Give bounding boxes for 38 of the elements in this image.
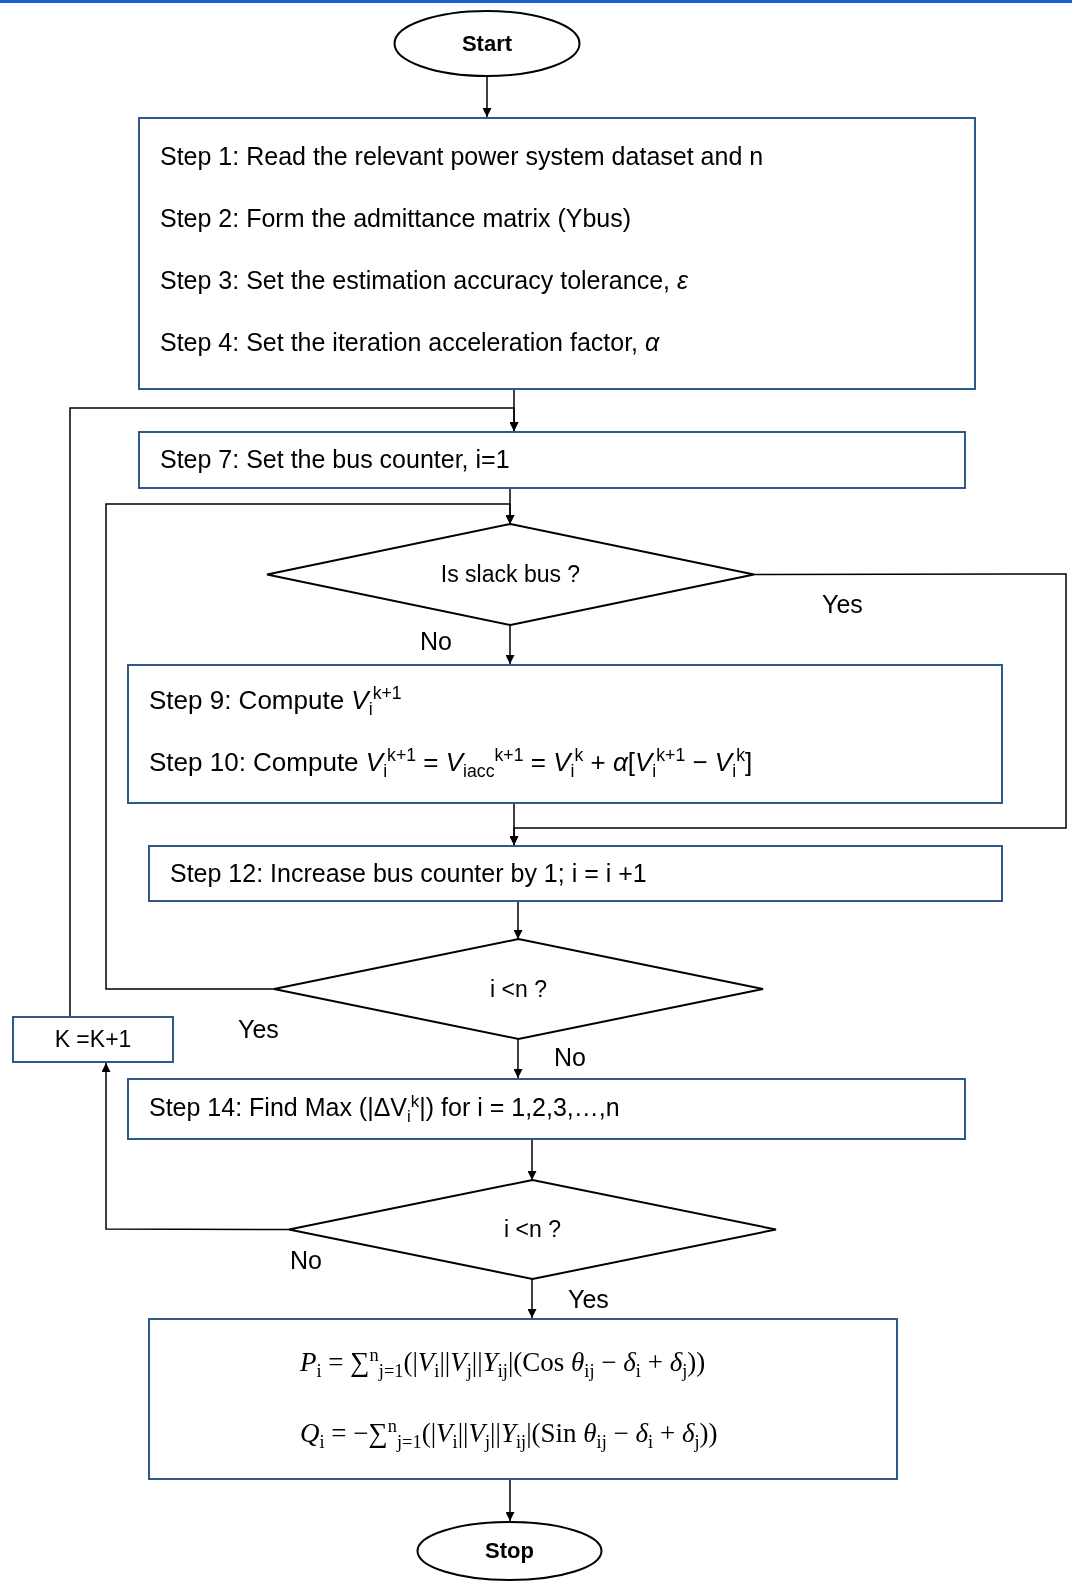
arrow [105,503,515,990]
step-text: Step 1: Read the relevant power system dataset and n [160,140,765,172]
step-text: Q$_{i}$ = −∑$^{n}$$_{j=1}$(|V$_{i}$||V$_{j}$||Y$_{ij}$|(Sin θ$_{ij}$ − δ$_{i}$ + δ$_{j}$)) [300,1414,719,1455]
arrow [482,76,492,118]
step-text: Step 4: Set the iteration acceleration factor, α [160,327,661,359]
terminal-label: Start [461,29,513,58]
arrow [513,1038,523,1079]
decision-diamond [267,524,754,625]
arrow [101,1062,290,1231]
arrow [69,407,519,1017]
terminal-oval [393,10,581,77]
arrow [513,901,523,940]
decision-diamond [289,1180,776,1279]
process-box [127,664,1003,804]
process-box [127,1078,966,1140]
arrow [527,1139,537,1181]
process-box [12,1016,174,1063]
process-box [138,117,976,390]
arrow [509,803,519,846]
step-text: Step 3: Set the estimation accuracy tolerance, ε [160,265,689,296]
step-text: Step 12: Increase bus counter by 1; i = i +1 [170,857,648,889]
process-box [148,1318,898,1480]
step-text: K =K+1 [54,1025,132,1054]
decision-text: i <n ? [490,974,547,1004]
terminal-oval [416,1521,603,1581]
step-text: Step 2: Form the admittance matrix (Ybus) [160,202,632,234]
process-box [138,431,966,489]
process-box [148,845,1003,902]
decision-text: Is slack bus ? [440,560,581,589]
arrow [505,624,515,665]
step-text: Step 14: Find Max (|ΔV$_{i}$$^{k}$|) for i = 1,2,3,…,n [149,1090,621,1128]
arrow [527,1278,537,1319]
step-text: Step 10: Compute V$_{i}$$^{k+1}$ = V$_{iacc}$$^{k+1}$ = V$_{i}$$^{k}$ + α[V$_{i}$$^{k+1}$ − V$_{i}$$^{k}$] [149,744,754,782]
step-text: P$_{i}$ = ∑$^{n}$$_{j=1}$(|V$_{i}$||V$_{j}$||Y$_{ij}$|(Cos θ$_{ij}$ − δ$_{i}$ + δ$_{j}$)) [300,1343,707,1384]
step-text: Step 7: Set the bus counter, i=1 [160,444,511,476]
arrow [505,1479,515,1522]
decision-text: i <n ? [504,1215,561,1244]
terminal-label: Stop [485,1537,534,1565]
